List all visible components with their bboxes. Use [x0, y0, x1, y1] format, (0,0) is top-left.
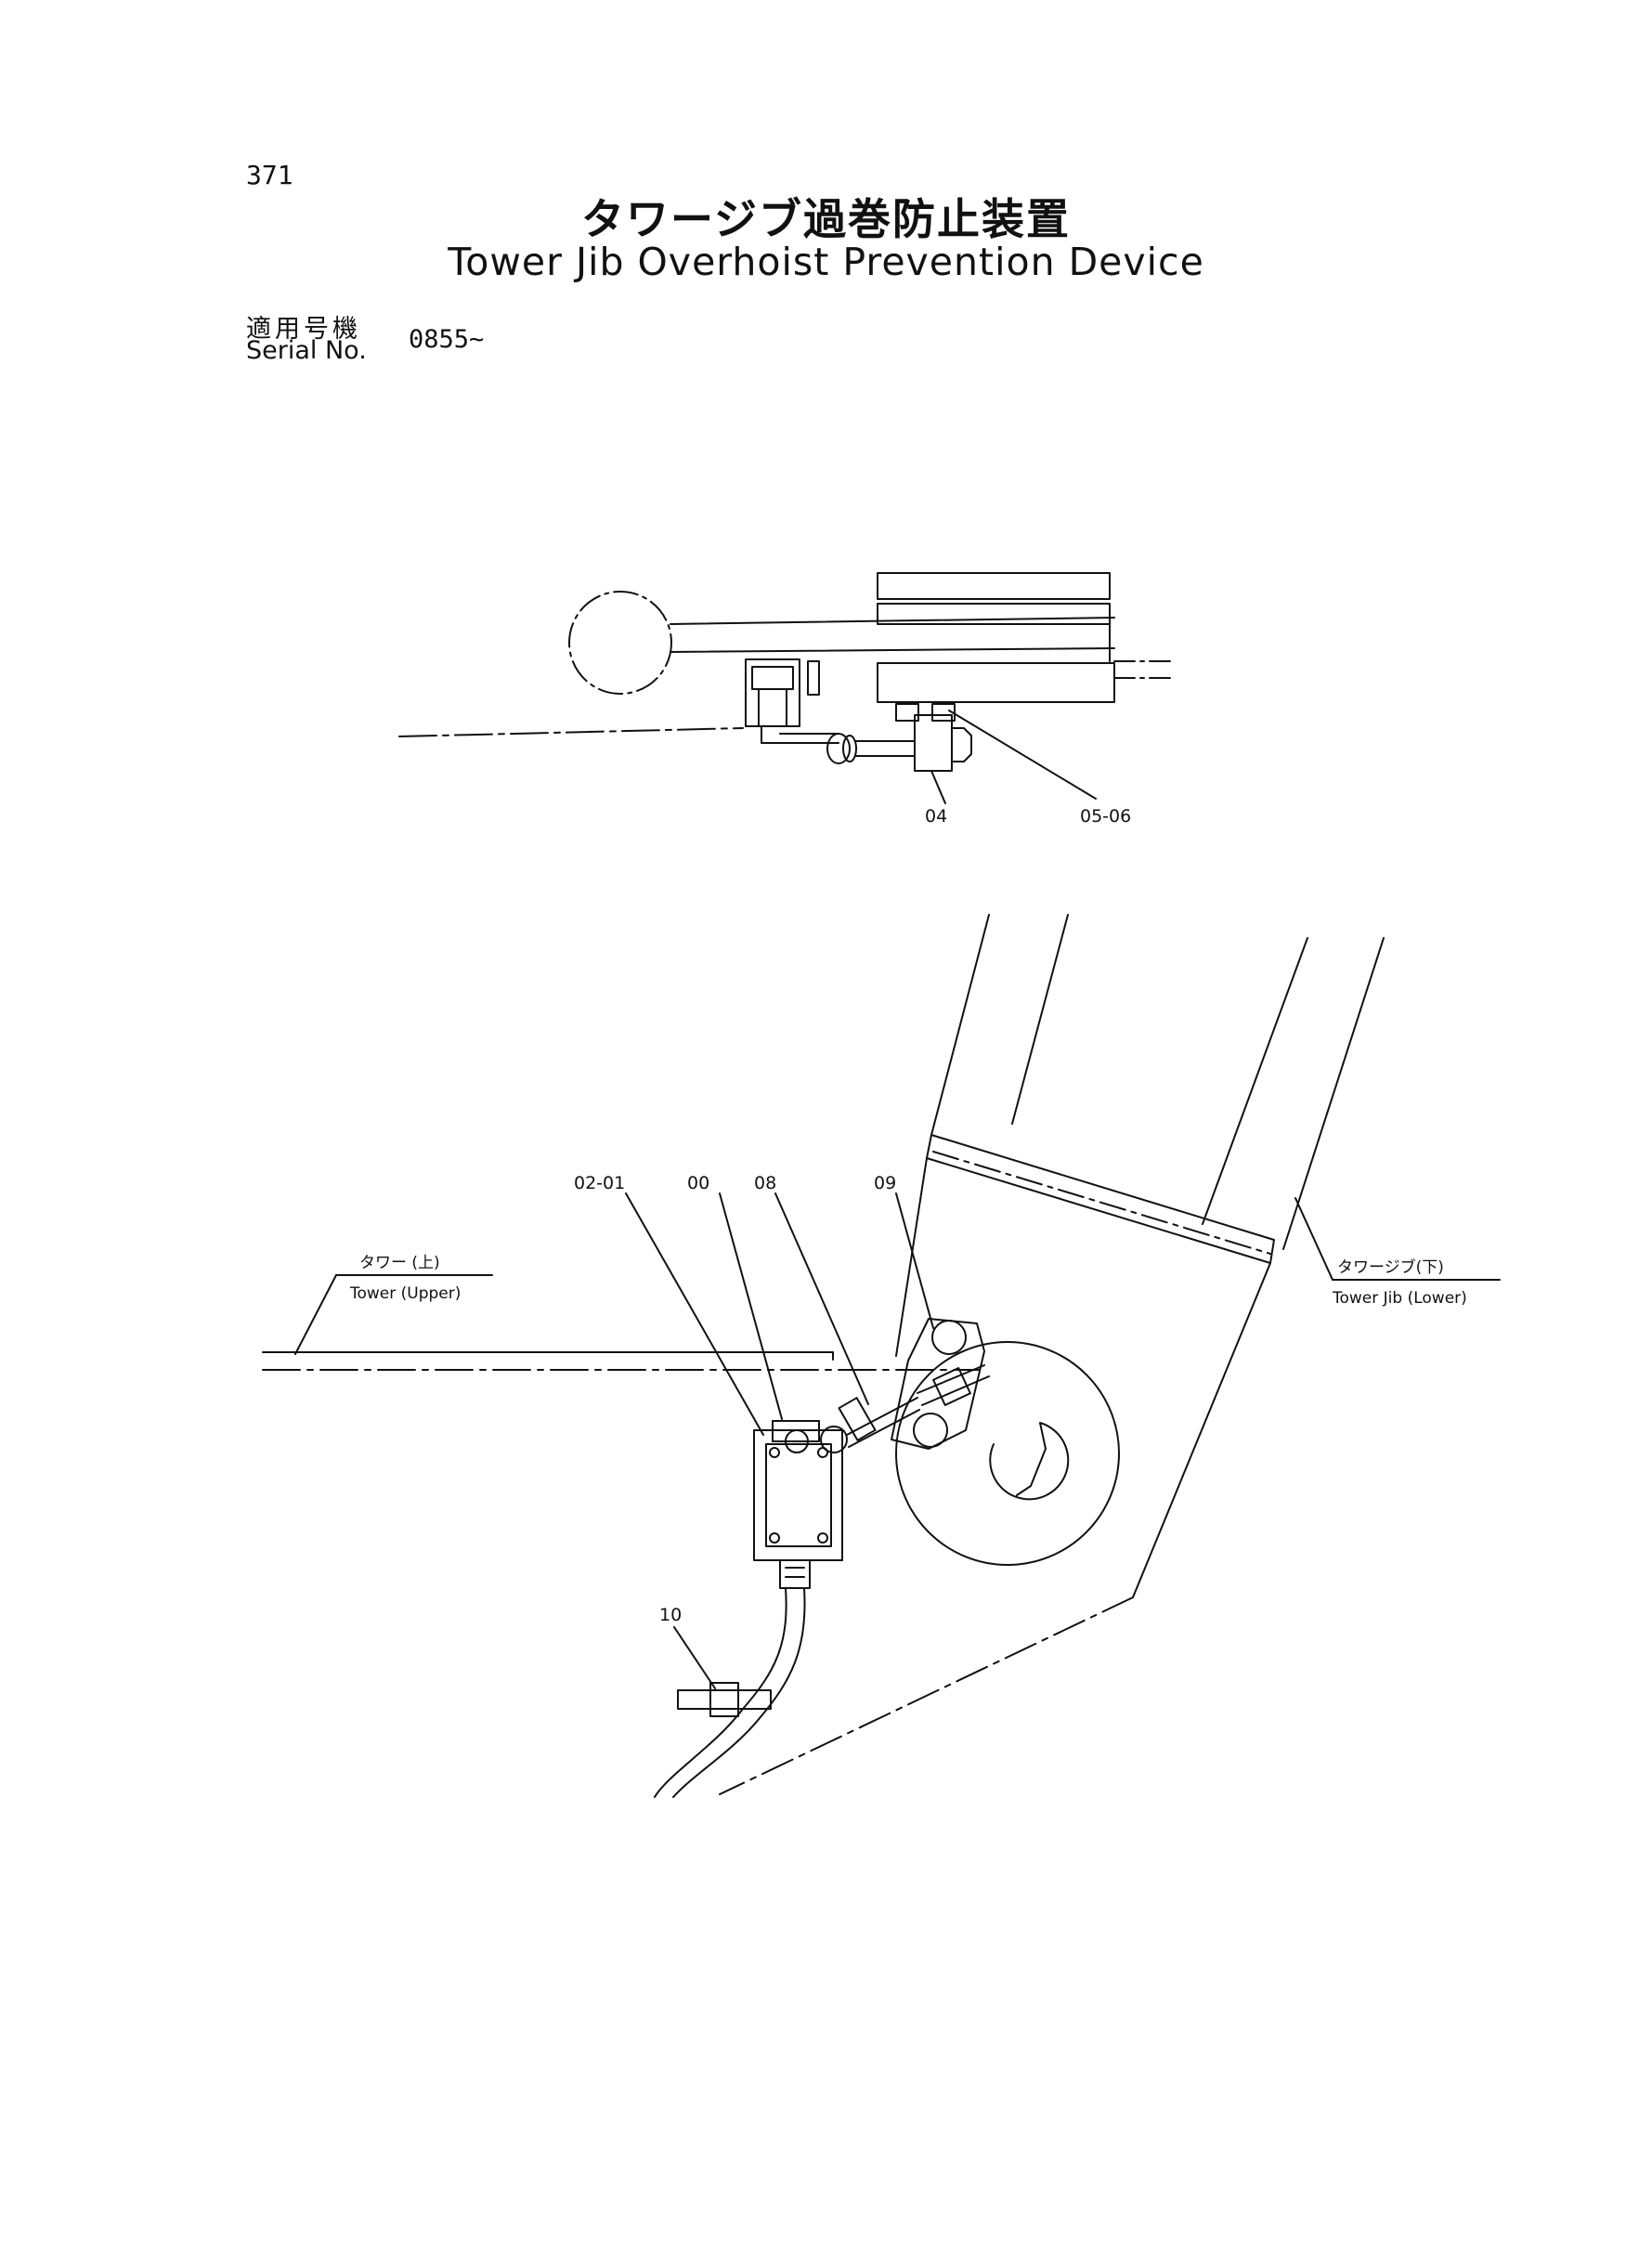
jib-side-left — [895, 1157, 928, 1357]
label-tower-jib-lower-en: Tower Jib (Lower) — [1332, 1289, 1467, 1308]
label-part-02-01: 02-01 — [574, 1173, 625, 1193]
label-part-10: 10 — [659, 1605, 682, 1625]
limit-switch-housing — [753, 1429, 843, 1561]
switch-rod-lower — [848, 1409, 920, 1448]
jib-end-plate-centerline — [932, 1151, 1271, 1255]
mounting-bolt-left — [895, 703, 919, 722]
leader-part-00 — [719, 1192, 783, 1420]
label-part-00: 00 — [687, 1173, 709, 1193]
label-part-04: 04 — [925, 806, 947, 827]
switch-rod-collar — [838, 1397, 877, 1441]
serial-number-value: 0855~ — [409, 325, 485, 354]
top-plate-upper — [877, 572, 1111, 600]
clamp-hex-nut — [951, 727, 972, 762]
jib-pivot-boss-circle — [895, 1341, 1120, 1566]
tower-upper-structure — [262, 1351, 981, 1371]
page-title-english: Tower Jib Overhoist Prevention Device — [448, 240, 1204, 284]
leader-part-08 — [774, 1192, 869, 1405]
limit-switch-cover — [765, 1443, 832, 1547]
top-view-assembly — [398, 572, 1176, 804]
jib-chord-right-inner — [1202, 937, 1308, 1225]
jib-end-plate — [926, 1134, 1275, 1264]
rod-end-knob-right — [842, 735, 857, 762]
leader-tower-upper — [294, 1274, 337, 1355]
jib-arm-top-edge — [670, 617, 1115, 625]
leader-part-05-06 — [948, 710, 1097, 800]
mounting-bolt-right — [931, 703, 956, 722]
label-part-05-06: 05-06 — [1080, 806, 1131, 827]
cable-outer-right — [672, 1587, 806, 1798]
tower-pin-circle — [568, 591, 672, 695]
jib-chord-right-outer — [1282, 937, 1385, 1250]
serial-label-english: Serial No. — [246, 336, 367, 365]
cover-screw-top-left — [769, 1447, 780, 1458]
label-tower-upper-jp: タワー (上) — [359, 1254, 440, 1272]
tower-jib-lower-structure — [719, 914, 1385, 1795]
limit-switch-body-top — [745, 658, 800, 727]
cover-screw-bottom-left — [769, 1532, 780, 1544]
top-view-centerline — [398, 727, 744, 737]
cable-gland — [779, 1559, 811, 1589]
jib-chord-left-inner — [1011, 914, 1069, 1125]
jib-chord-left-outer — [930, 914, 990, 1136]
limit-switch-assembly — [753, 1397, 920, 1589]
leader-part-02-01 — [625, 1192, 764, 1436]
switch-arm-bracket — [761, 725, 839, 744]
leader-part-04 — [930, 770, 946, 804]
rod-end-knob-left — [826, 733, 851, 764]
leader-part-10 — [673, 1626, 716, 1689]
striker-nut — [932, 1367, 971, 1406]
jib-bottom-chord-phantom — [719, 1596, 1134, 1795]
switch-rod-upper — [846, 1397, 918, 1436]
switch-side-bracket — [807, 660, 820, 696]
label-part-09: 09 — [874, 1173, 896, 1193]
label-tower-upper-en: Tower (Upper) — [349, 1284, 461, 1303]
bottom-plate — [877, 662, 1115, 703]
top-plate-middle — [877, 603, 1111, 625]
label-tower-jib-lower-jp: タワージブ(下) — [1337, 1257, 1444, 1277]
bracket-bolt-lower — [913, 1413, 948, 1448]
cable-clamp-bar — [677, 1689, 772, 1710]
jib-arm-bottom-edge — [670, 647, 1115, 653]
striker-rod-upper — [917, 1364, 985, 1394]
bracket-bolt-upper — [931, 1320, 967, 1355]
cable-clamp-block — [709, 1682, 739, 1717]
striker-bracket-assembly — [891, 1318, 990, 1450]
rod-clamp-block — [914, 714, 953, 772]
cover-screw-bottom-right — [817, 1532, 828, 1544]
leader-part-09 — [895, 1192, 934, 1329]
jib-pivot-pin-hole — [989, 1422, 1070, 1501]
limit-switch-cap-top — [751, 666, 794, 690]
page-number: 371 — [246, 160, 293, 190]
cable-and-clamp — [654, 1587, 806, 1798]
striker-rod-lower — [921, 1375, 990, 1406]
label-part-08: 08 — [754, 1173, 776, 1193]
serial-label-japanese: 適用号機 — [246, 315, 361, 344]
switch-roller — [820, 1426, 848, 1453]
jib-side-right — [1132, 1262, 1271, 1598]
leader-tower-jib-lower — [1294, 1197, 1333, 1281]
striker-bracket-plate — [891, 1318, 985, 1450]
page-title-japanese: タワージブ過巻防止装置 — [580, 194, 1072, 244]
switch-lever-pivot — [785, 1429, 809, 1453]
switch-lever-head — [772, 1420, 820, 1442]
